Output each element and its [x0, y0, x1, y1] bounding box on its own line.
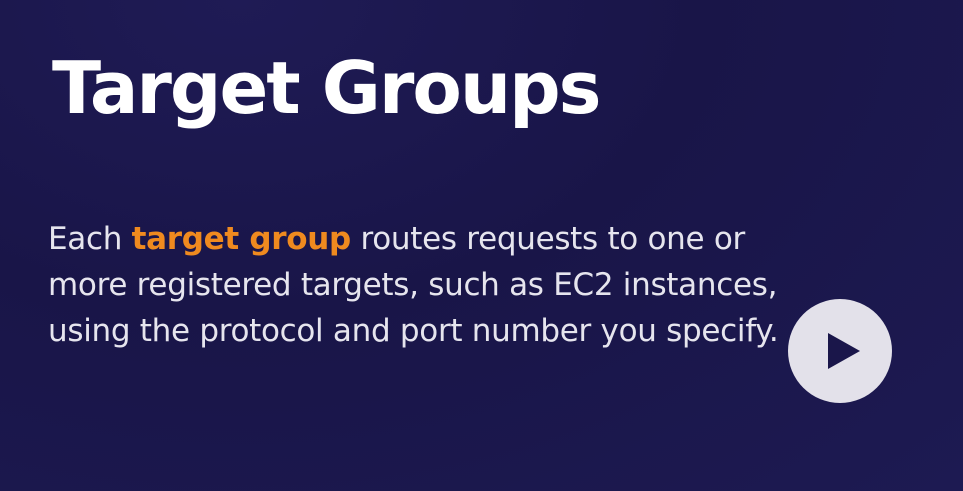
slide-title: Target Groups — [52, 46, 602, 130]
play-icon — [828, 333, 860, 369]
description-body: routes requests to one or more registere… — [48, 221, 779, 349]
slide-description: Each target group routes requests to one… — [48, 216, 788, 354]
highlighted-term: target group — [131, 221, 352, 257]
play-button[interactable] — [788, 299, 892, 403]
description-intro: Each — [48, 221, 132, 257]
